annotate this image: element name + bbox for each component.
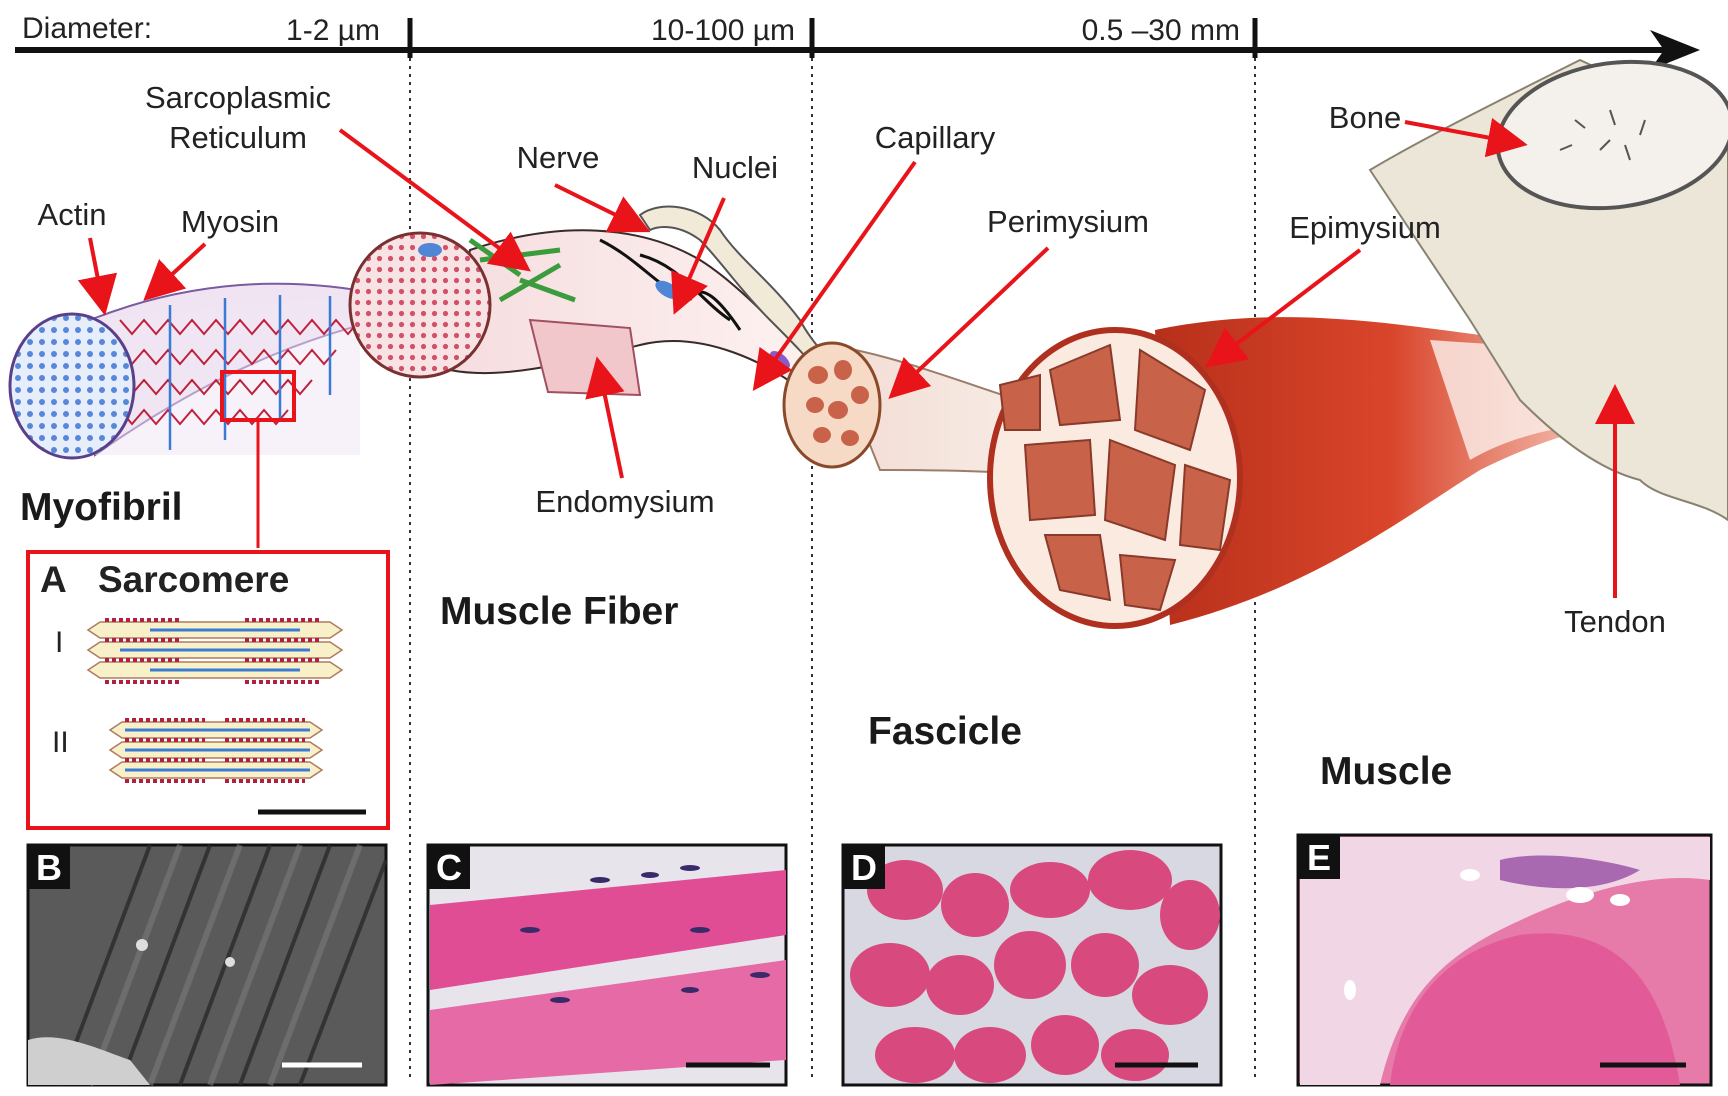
label-perimysium: Perimysium (987, 204, 1149, 239)
muscle-illustration (987, 58, 1728, 629)
label-epimysium: Epimysium (1289, 210, 1441, 245)
sarcomere-inset: A Sarcomere I II (26, 550, 390, 830)
sarcomere-state-2 (108, 718, 324, 783)
label-nuclei: Nuclei (692, 150, 778, 185)
structure-labels: Sarcoplasmic Reticulum Nerve Nuclei Capi… (38, 80, 1666, 639)
range-fascicle: 0.5 –30 mm (1082, 14, 1240, 47)
sarcomere-state-1 (86, 618, 344, 684)
panel-d-letter: D (851, 847, 877, 888)
label-tendon: Tendon (1564, 604, 1666, 639)
panel-b-letter: B (36, 847, 62, 888)
scale-arrow-icon (1650, 30, 1700, 70)
label-capillary: Capillary (875, 120, 996, 155)
panel-e-letter: E (1307, 837, 1331, 878)
label-myosin: Myosin (181, 204, 279, 239)
muscle-fiber-illustration (348, 205, 842, 407)
panel-d: D (841, 843, 1223, 1087)
title-muscle-fiber: Muscle Fiber (440, 590, 678, 633)
panel-e: E (1296, 833, 1713, 1087)
label-actin: Actin (38, 197, 107, 232)
inset-title: Sarcomere (98, 559, 289, 600)
inset-letter: A (40, 559, 67, 600)
level-separators (409, 58, 1256, 1080)
label-reticulum: Reticulum (169, 120, 307, 155)
pointer-arrows (77, 117, 1635, 598)
myofibril-illustration (8, 282, 416, 548)
label-bone: Bone (1329, 100, 1401, 135)
title-muscle: Muscle (1320, 750, 1452, 793)
range-myofibril: 1-2 µm (286, 14, 380, 47)
panel-c: C (426, 843, 788, 1087)
state-1-label: I (55, 626, 63, 659)
title-myofibril: Myofibril (20, 486, 183, 529)
diameter-scale-bar: Diameter: 1-2 µm 10-100 µm 0.5 –30 mm (15, 12, 1700, 70)
label-nerve: Nerve (517, 140, 600, 175)
panel-b: B (26, 843, 388, 1087)
diameter-label: Diameter: (22, 12, 152, 45)
panel-c-letter: C (436, 847, 462, 888)
level-titles: Myofibril Muscle Fiber Fascicle Muscle (20, 486, 1452, 793)
label-sarcoplasmic: Sarcoplasmic (145, 80, 331, 115)
title-fascicle: Fascicle (868, 710, 1022, 753)
state-2-label: II (52, 726, 69, 759)
label-endomysium: Endomysium (535, 484, 714, 519)
range-fiber: 10-100 µm (651, 14, 795, 47)
